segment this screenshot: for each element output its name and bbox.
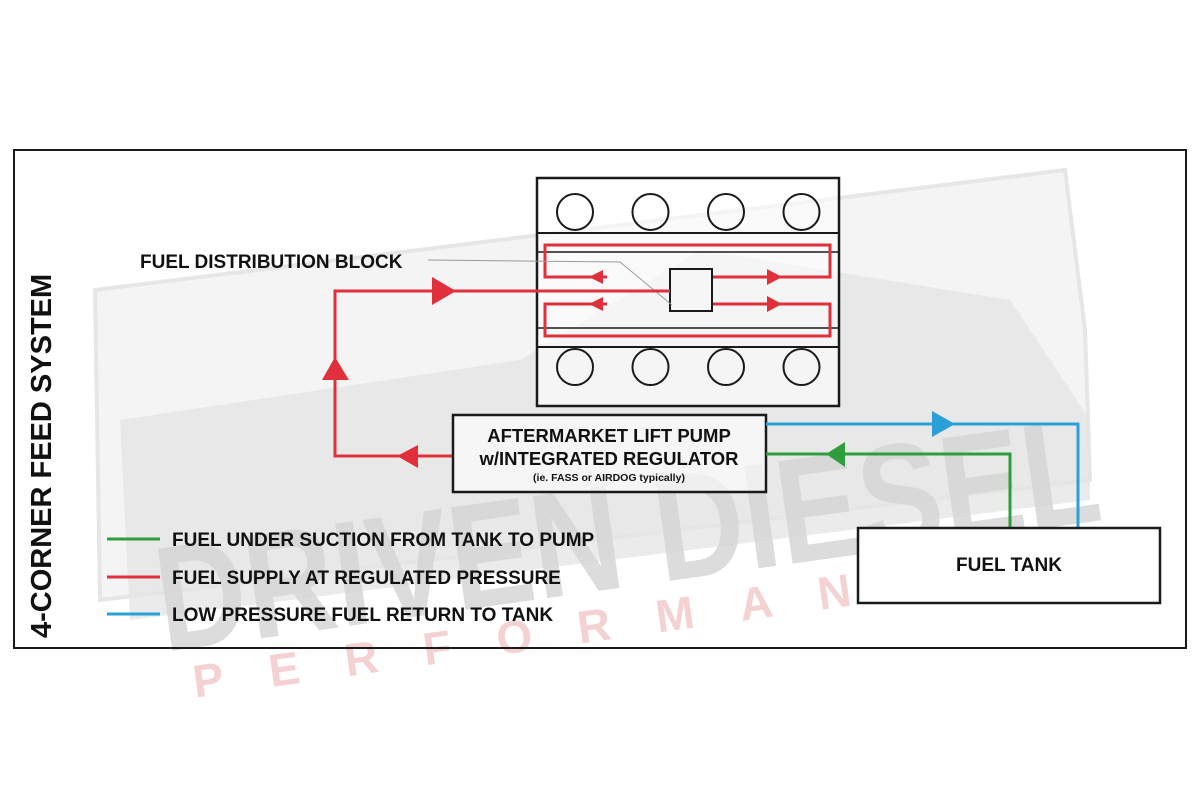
cylinder-icon [782,348,821,386]
supply-arrow-up-icon [322,357,349,380]
supply-arrow-left-icon [397,445,418,468]
fuel-distribution-block [669,268,713,312]
diagram-title: 4-CORNER FEED SYSTEM [26,274,58,638]
lift-pump-note: (ie. FASS or AIRDOG typically) [533,472,685,484]
cylinder-bank-bottom [556,348,821,386]
cylinder-icon [631,193,670,231]
lift-pump-title: AFTERMARKET LIFT PUMP [487,425,731,446]
cylinder-icon [782,193,821,231]
lift-pump: AFTERMARKET LIFT PUMP w/INTEGRATED REGUL… [451,413,768,494]
return-line-path [766,422,1080,528]
cylinder-icon [556,193,594,231]
legend-item-supply: FUEL SUPPLY AT REGULATED PRESSURE [107,568,561,589]
legend-label-suction: FUEL UNDER SUCTION FROM TANK TO PUMP [172,530,595,551]
cylinder-icon [707,348,745,386]
fuel-tank-box [856,526,1162,605]
lift-pump-subtitle: w/INTEGRATED REGULATOR [479,448,739,469]
fuel-tank: FUEL TANK [856,526,1162,605]
arrow-left-icon [589,270,603,284]
supply-arrow-right-icon [432,277,456,305]
arrow-right-icon [767,296,782,312]
fuel-rails [543,243,832,338]
legend-label-return: LOW PRESSURE FUEL RETURN TO TANK [172,605,553,626]
lower-rail-loop [543,302,832,338]
cylinder-icon [707,193,745,231]
cylinder-icon [556,348,594,386]
suction-line-path [766,452,1012,528]
return-arrow-right-icon [932,411,955,437]
cylinder-icon [631,348,670,386]
upper-rail-loop [543,243,832,279]
legend-label-supply: FUEL SUPPLY AT REGULATED PRESSURE [172,568,561,589]
distribution-block-label: FUEL DISTRIBUTION BLOCK [140,252,403,273]
rail-arrows [589,269,782,312]
supply-line [322,277,670,468]
outer-frame [13,149,1187,649]
legend: FUEL UNDER SUCTION FROM TANK TO PUMP FUE… [107,530,595,626]
cylinder-bank-top [556,193,821,231]
legend-item-suction: FUEL UNDER SUCTION FROM TANK TO PUMP [107,530,595,551]
arrow-right-icon [767,269,782,285]
arrow-left-icon [589,297,603,311]
return-line [766,411,1080,528]
suction-line [766,442,1012,528]
suction-arrow-left-icon [826,442,845,467]
fuel-tank-label: FUEL TANK [956,555,1062,576]
legend-item-return: LOW PRESSURE FUEL RETURN TO TANK [107,605,553,626]
